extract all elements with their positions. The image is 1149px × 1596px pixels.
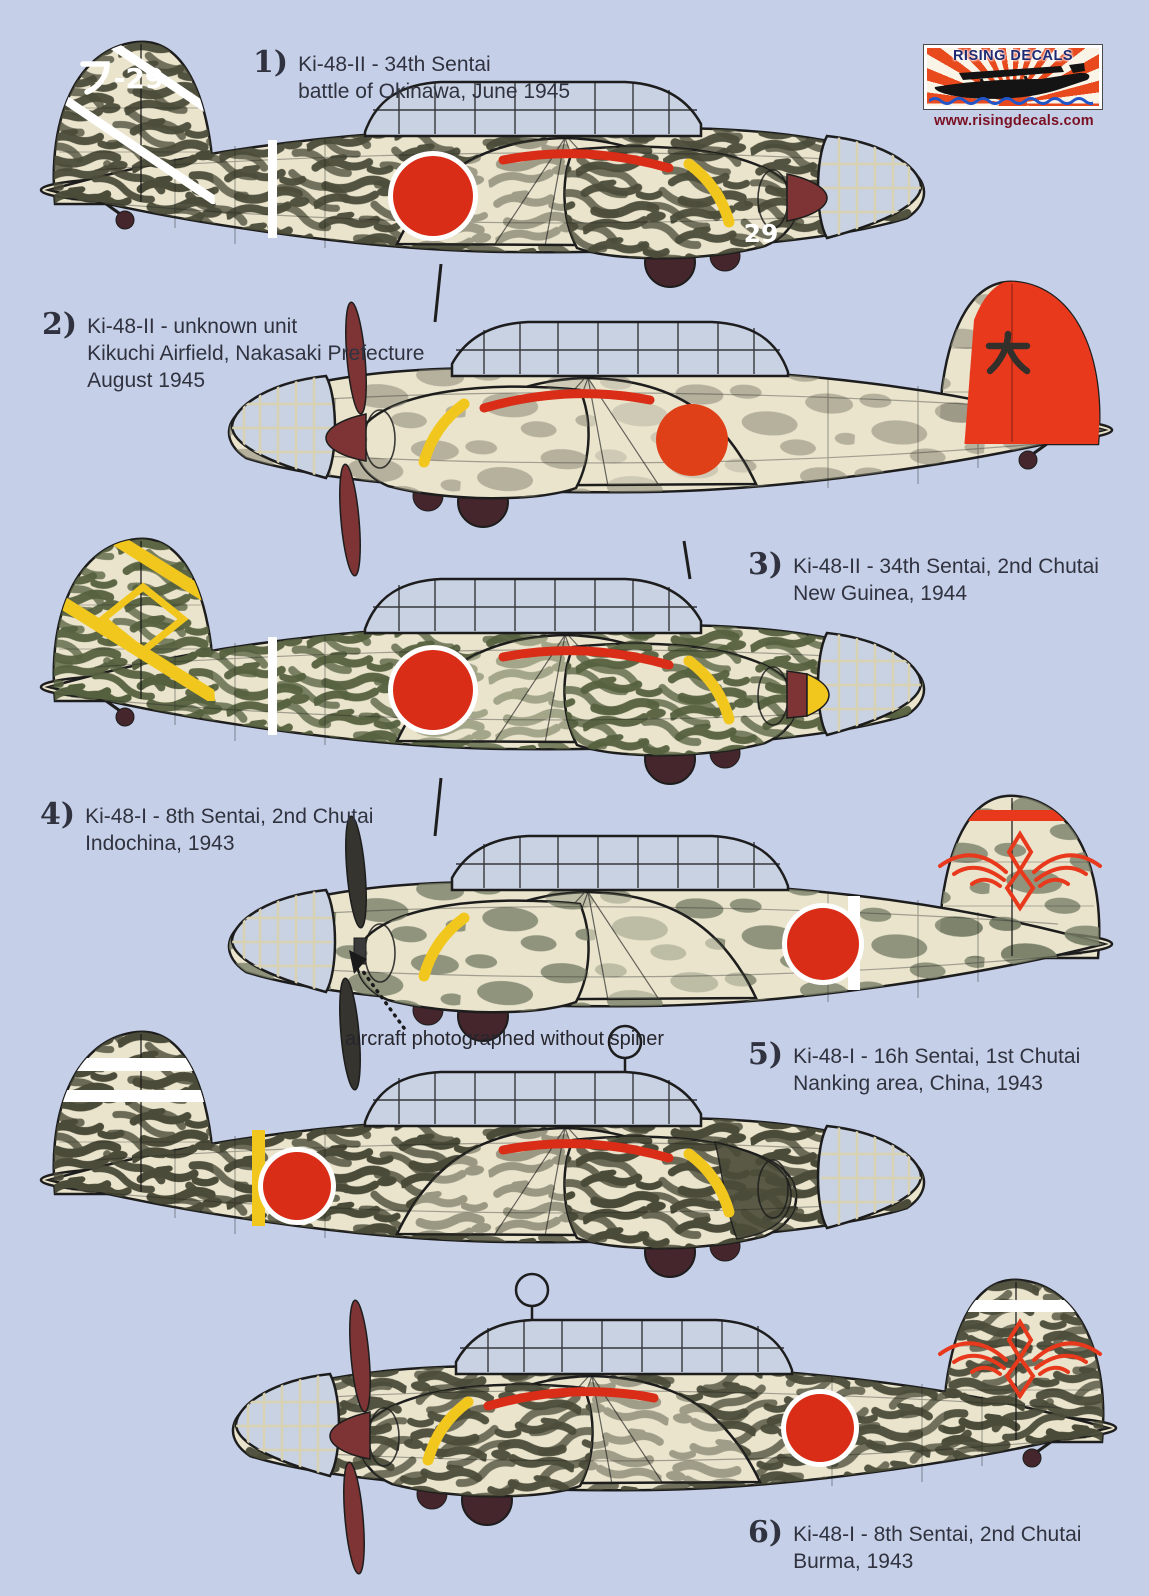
flying-boat-silhouette-icon xyxy=(934,63,1090,99)
rising-sun-graphic: RISING DECALS xyxy=(927,48,1099,106)
caption-3-line1: Ki-48-II - 34th Sentai, 2nd Chutai xyxy=(793,555,1099,578)
caption-3-number: 3) xyxy=(748,547,784,582)
rising-decals-logo: RISING DECALS www.risingdecals.com xyxy=(923,44,1105,129)
aircraft-profile-2 xyxy=(188,258,1128,577)
caption-3-line2: New Guinea, 1944 xyxy=(793,581,968,605)
caption-2-number: 2) xyxy=(42,307,78,342)
aircraft-artwork xyxy=(231,1272,1118,1575)
aircraft-artwork xyxy=(39,537,926,785)
spinner-annotation: aircraft photographed without spiner xyxy=(345,1028,665,1050)
caption-6-line1: Ki-48-I - 8th Sentai, 2nd Chutai xyxy=(793,1523,1082,1546)
svg-text:29: 29 xyxy=(744,219,779,248)
aircraft-profile-3 xyxy=(25,515,965,815)
aircraft-profile-4 xyxy=(188,772,1128,1091)
caption-4: 4) Ki-48-I - 8th Sentai, 2nd Chutai Indo… xyxy=(40,797,374,858)
svg-text:-29: -29 xyxy=(114,62,165,95)
caption-5-line1: Ki-48-I - 16h Sentai, 1st Chutai xyxy=(793,1045,1081,1068)
caption-5-number: 5) xyxy=(748,1037,784,1072)
caption-5: 5) Ki-48-I - 16h Sentai, 1st Chutai Nank… xyxy=(748,1037,1081,1098)
caption-2-line3: August 1945 xyxy=(87,368,206,392)
caption-6-number: 6) xyxy=(748,1515,784,1550)
logo-box: RISING DECALS xyxy=(923,44,1103,110)
aircraft-artwork xyxy=(39,1024,926,1278)
caption-4-line1: Ki-48-I - 8th Sentai, 2nd Chutai xyxy=(85,805,374,828)
caption-1: 1) Ki-48-II - 34th Sentai battle of Okin… xyxy=(253,45,571,106)
aircraft-artwork: -29 29 xyxy=(39,40,926,288)
logo-url: www.risingdecals.com xyxy=(934,113,1094,129)
caption-2-line2: Kikuchi Airfield, Nakasaki Prefecture xyxy=(87,341,425,365)
caption-5-line2: Nanking area, China, 1943 xyxy=(793,1071,1043,1095)
caption-6-line2: Burma, 1943 xyxy=(793,1549,914,1573)
caption-4-number: 4) xyxy=(40,797,76,832)
caption-3: 3) Ki-48-II - 34th Sentai, 2nd Chutai Ne… xyxy=(748,547,1099,608)
logo-title: RISING DECALS xyxy=(952,48,1074,64)
caption-4-line2: Indochina, 1943 xyxy=(85,831,235,855)
aircraft-profile-6 xyxy=(192,1256,1132,1575)
aircraft-artwork xyxy=(227,777,1114,1091)
aircraft-profile-5 xyxy=(25,1008,965,1308)
dotted-arrow-icon xyxy=(349,950,406,1030)
caption-1-line1: Ki-48-II - 34th Sentai xyxy=(298,53,491,76)
caption-2-line1: Ki-48-II - unknown unit xyxy=(87,315,298,338)
caption-1-line2: battle of Okinawa, June 1945 xyxy=(298,79,571,103)
caption-2: 2) Ki-48-II - unknown unit Kikuchi Airfi… xyxy=(42,307,425,395)
waves-icon xyxy=(929,97,1093,105)
aircraft-profile-1: -29 29 xyxy=(25,18,965,318)
aircraft-artwork xyxy=(227,263,1114,577)
caption-6: 6) Ki-48-I - 8th Sentai, 2nd Chutai Burm… xyxy=(748,1515,1082,1576)
caption-1-number: 1) xyxy=(253,45,289,80)
